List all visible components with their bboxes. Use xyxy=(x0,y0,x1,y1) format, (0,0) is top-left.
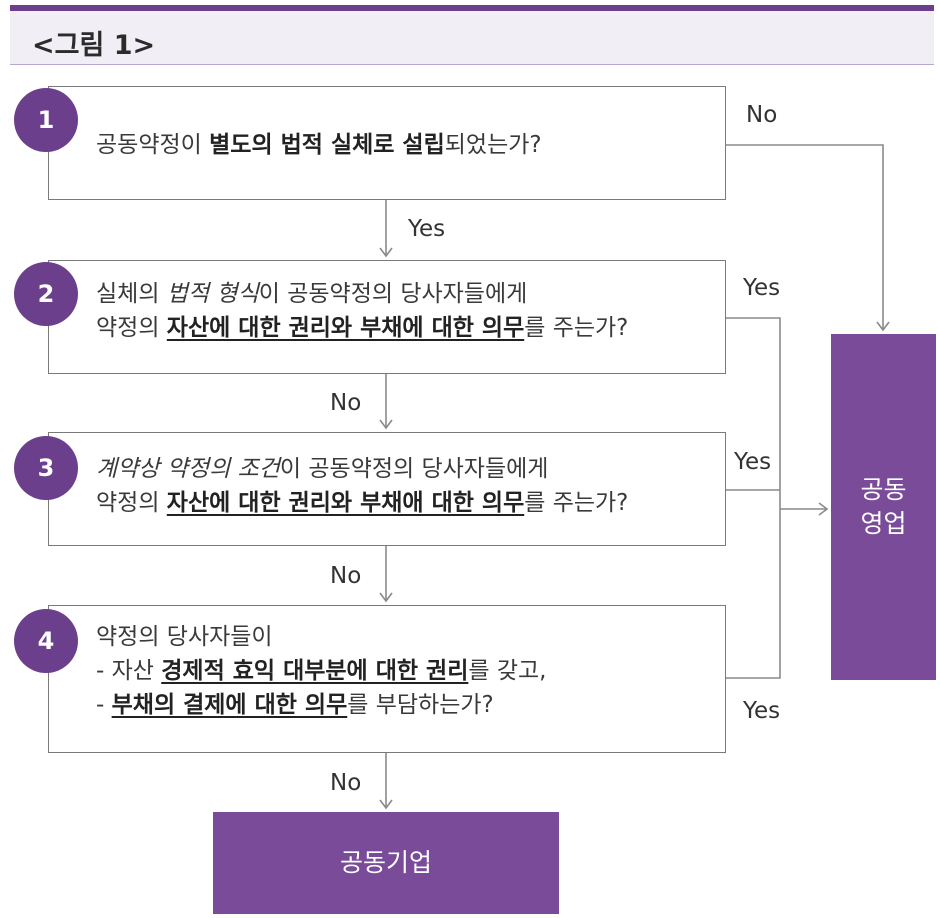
connector-yes-4 xyxy=(726,509,781,679)
question-3-text: 계약상 약정의 조건이 공동약정의 당사자들에게 약정의 자산에 대한 권리와 … xyxy=(96,452,628,520)
question-box-4 xyxy=(48,605,726,753)
question-line: 약정의 당사자들이 xyxy=(96,624,273,650)
figure-title: <그림 1> xyxy=(32,30,156,61)
question-box-3 xyxy=(48,432,726,546)
question-4-text: 약정의 당사자들이 - 자산 경제적 효익 대부분에 대한 권리를 갖고, - … xyxy=(96,620,546,722)
connector-yes-2 xyxy=(726,317,781,509)
label-yes-4: Yes xyxy=(743,698,781,724)
question-box-2 xyxy=(48,260,726,374)
label-no-2: No xyxy=(330,390,362,416)
question-1-text: 공동약정이 별도의 법적 실체로 설립되었는가? xyxy=(96,128,542,162)
label-yes-2: Yes xyxy=(743,275,781,301)
outcome-joint-venture: 공동기업 xyxy=(213,812,559,914)
connector-no-1 xyxy=(726,144,890,332)
outcome-joint-operation: 공동 영업 xyxy=(831,334,936,680)
question-line: 공동약정이 별도의 법적 실체로 설립되었는가? xyxy=(96,132,542,158)
label-no-3: No xyxy=(330,563,362,589)
step-number-4: 4 xyxy=(14,609,78,673)
step-number-3: 3 xyxy=(14,436,78,500)
question-line: - 부채의 결제에 대한 의무를 부담하는가? xyxy=(96,692,494,718)
outcome-joint-operation-line: 공동 xyxy=(860,475,907,504)
question-line: 약정의 자산에 대한 권리와 부채애 대한 의무를 주는가? xyxy=(96,490,629,516)
label-yes-3: Yes xyxy=(734,449,772,475)
outcome-joint-operation-line: 영업 xyxy=(860,509,907,538)
step-number-1: 1 xyxy=(14,88,78,152)
question-2-text: 실체의 법적 형식이 공동약정의 당사자들에게 약정의 자산에 대한 권리와 부… xyxy=(96,277,628,345)
step-number-2: 2 xyxy=(14,262,78,326)
question-line: 계약상 약정의 조건이 공동약정의 당사자들에게 xyxy=(96,456,549,482)
question-line: 실체의 법적 형식이 공동약정의 당사자들에게 xyxy=(96,281,528,307)
label-no-4: No xyxy=(330,770,362,796)
label-yes-1: Yes xyxy=(408,216,446,242)
question-line: - 자산 경제적 효익 대부분에 대한 권리를 갖고, xyxy=(96,658,547,684)
question-line: 약정의 자산에 대한 권리와 부채에 대한 의무를 주는가? xyxy=(96,315,629,341)
figure-title-bar: <그림 1> xyxy=(10,5,934,65)
question-box-1 xyxy=(48,86,726,200)
label-no-1: No xyxy=(746,102,778,128)
